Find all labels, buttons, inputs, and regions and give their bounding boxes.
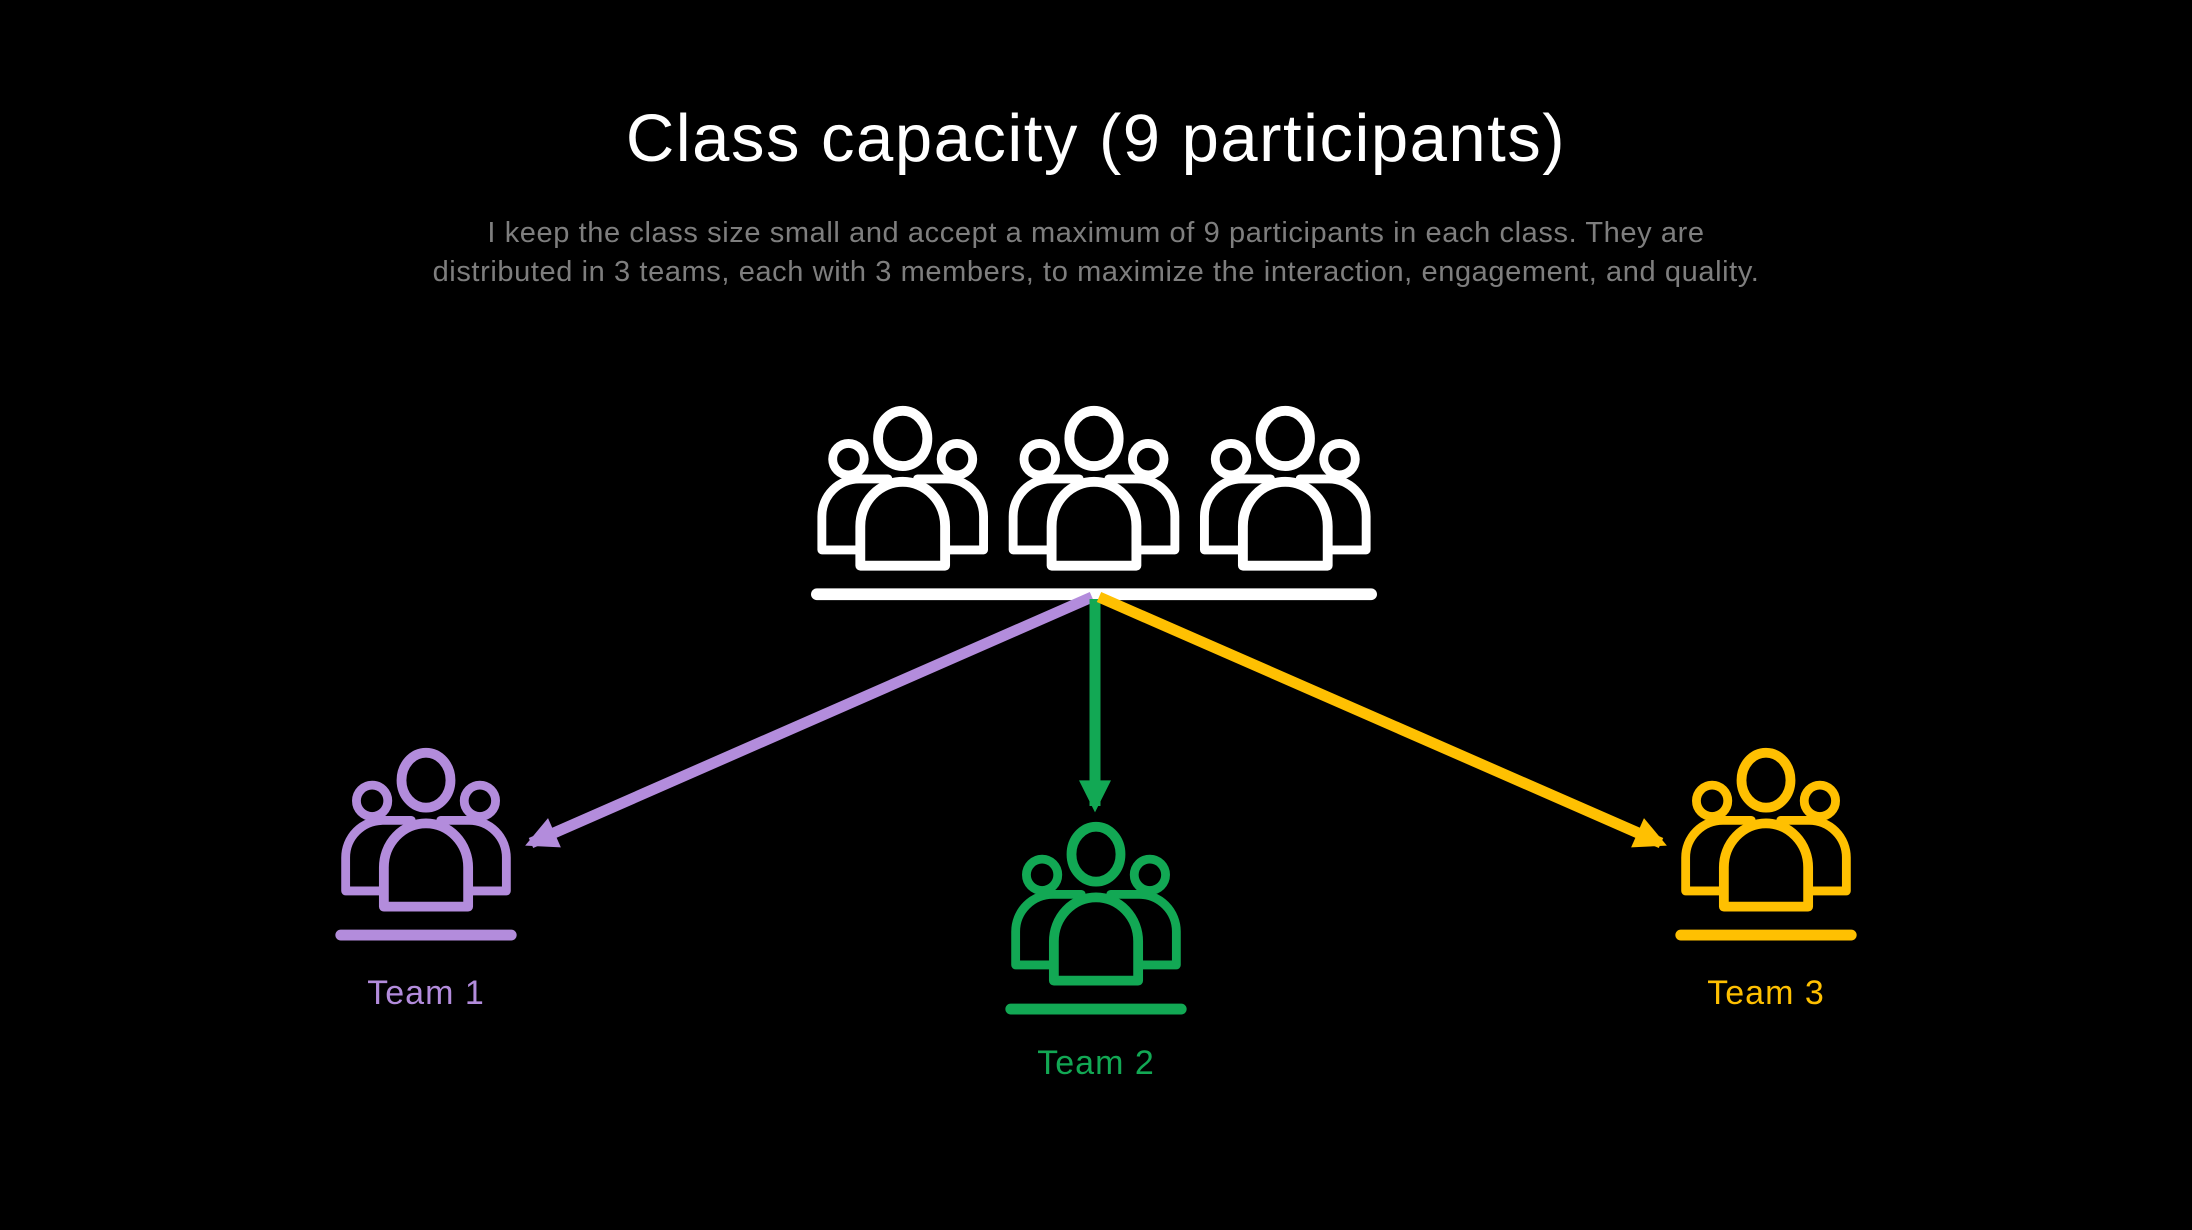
subtitle-line-1: I keep the class size small and accept a… [487,217,1705,249]
page-title: Class capacity (9 participants) [625,101,1567,176]
subtitle-line-2: distributed in 3 teams, each with 3 memb… [432,256,1760,288]
team-2-label: Team 2 [1037,1044,1155,1082]
arrow-to-team-1 [525,591,1095,849]
participants-group-icon [811,400,1377,601]
team-1-icon [335,742,517,941]
team-3-icon [1675,742,1857,941]
arrow-to-team-3 [1096,591,1667,849]
team-3-label: Team 3 [1707,974,1825,1012]
team-1-label: Team 1 [367,974,485,1012]
team-2-icon [1005,816,1187,1015]
page-subtitle: I keep the class size small and accept a… [0,214,2192,292]
